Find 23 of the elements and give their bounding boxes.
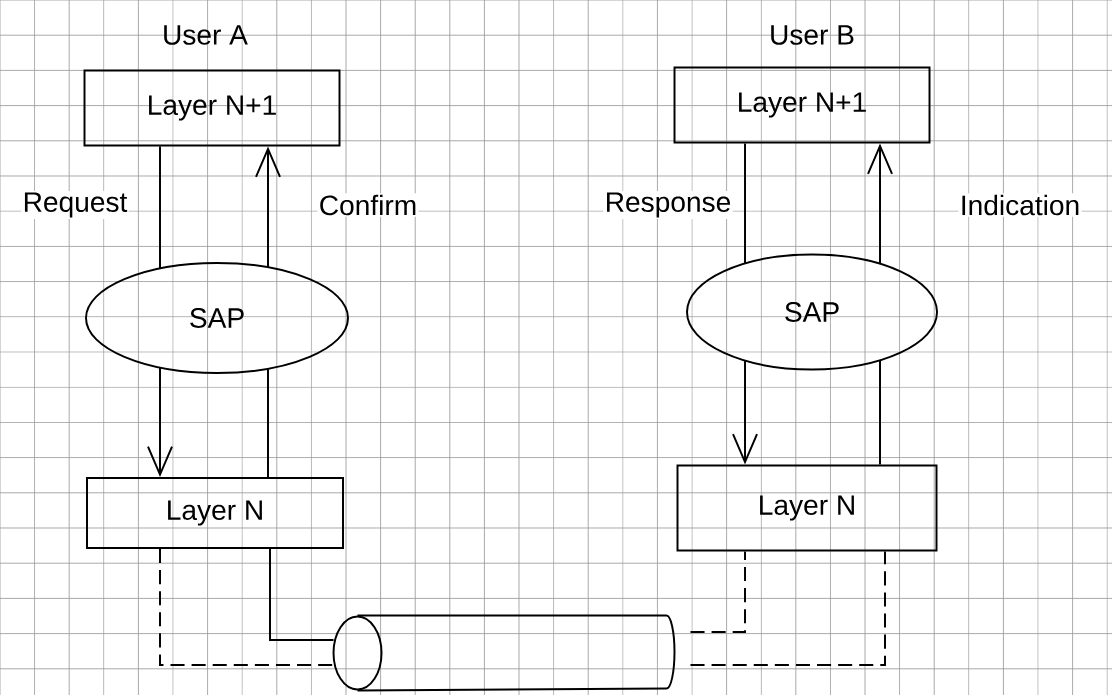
arrow — [732, 359, 758, 465]
edge-label: Response — [603, 191, 733, 219]
arrow — [867, 143, 893, 265]
connector-line — [689, 550, 746, 633]
arrow — [255, 146, 281, 269]
connector-line — [689, 550, 886, 666]
edge-label: Confirm — [317, 193, 419, 217]
user-heading: User B — [771, 25, 854, 45]
connector-line — [269, 548, 335, 641]
connector-line — [744, 142, 746, 265]
layer-box: Layer N+1 — [83, 69, 341, 147]
connector-line — [159, 548, 335, 666]
arrow — [147, 366, 173, 477]
layer-box: Layer N — [676, 464, 938, 552]
layer-box: Layer N+1 — [673, 66, 931, 144]
user-heading: User A — [164, 25, 248, 45]
connector-line — [879, 359, 881, 466]
layer-box: Layer N — [86, 477, 344, 549]
channel-cylinder — [332, 614, 676, 692]
connector-line — [159, 145, 161, 270]
connector-line — [267, 367, 269, 478]
edge-label: Indication — [958, 193, 1082, 217]
edge-label: Request — [21, 191, 129, 219]
